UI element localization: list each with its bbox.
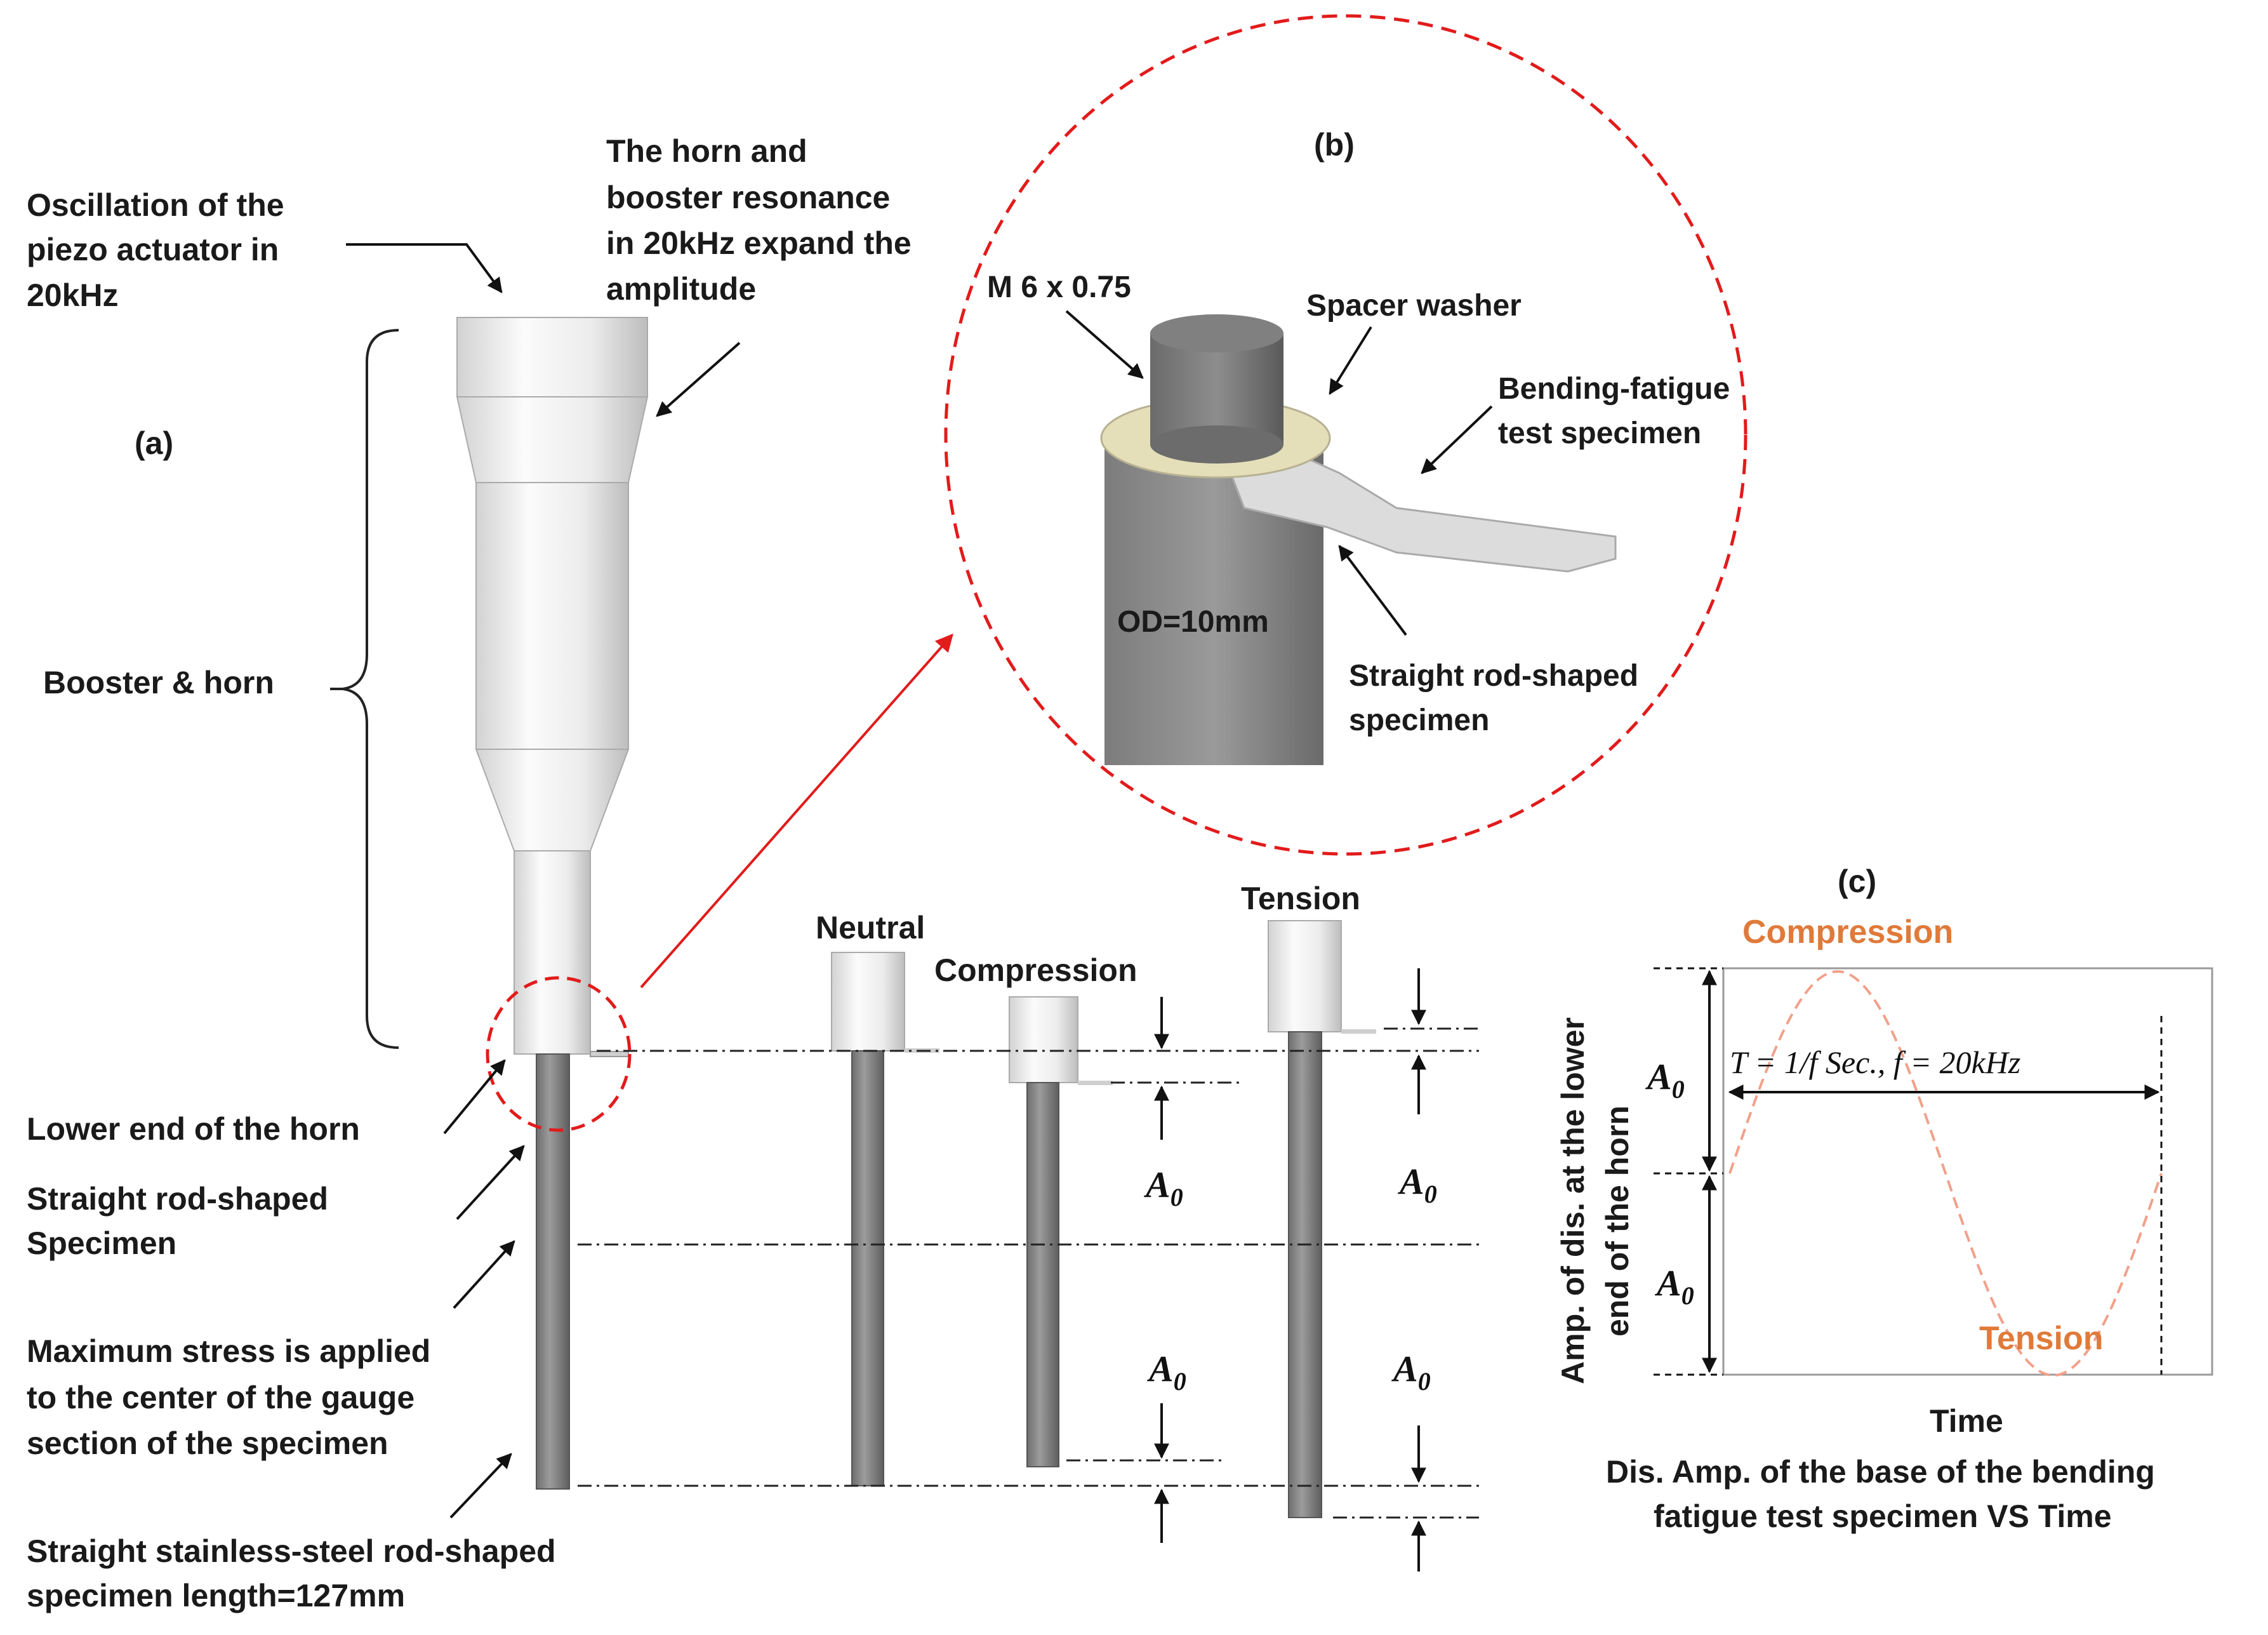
a0-tension-top: A0 xyxy=(1398,1161,1437,1208)
max-stress-line-1: Maximum stress is applied xyxy=(27,1333,430,1369)
thread-arrow xyxy=(1065,310,1144,379)
main-rod-specimen xyxy=(536,1053,570,1490)
straight-rod-arrow xyxy=(456,1145,525,1220)
chart-caption-line-2: fatigue test specimen VS Time xyxy=(1654,1498,2112,1534)
chart-sine-wave xyxy=(1728,970,2163,1377)
oscillation-annotation: Oscillation of the piezo actuator in 20k… xyxy=(27,187,503,313)
booster-top-cylinder xyxy=(456,317,648,397)
horn-booster-arrow xyxy=(656,342,741,417)
chart-a0-upper: A0 xyxy=(1645,1056,1685,1104)
reference-lines xyxy=(578,1027,1479,1519)
lower-end-highlight-circle xyxy=(486,976,632,1132)
compression-rod xyxy=(1026,1082,1059,1467)
stainless-annotation: Straight stainless-steel rod-shaped spec… xyxy=(27,1453,556,1613)
max-stress-annotation: Maximum stress is applied to the center … xyxy=(27,1240,515,1461)
chart-xlabel: Time xyxy=(1930,1403,2003,1439)
booster-horn-assembly xyxy=(456,317,649,1490)
horn-flange-specimen xyxy=(590,1051,629,1057)
rod-arrow xyxy=(1338,545,1407,636)
chart-plot-area xyxy=(1722,967,2213,1376)
compression-flange xyxy=(1078,1081,1113,1085)
booster-body xyxy=(475,482,629,750)
oscillation-line-3: 20kHz xyxy=(27,277,119,313)
compression-horn xyxy=(1009,996,1078,1083)
tension-horn xyxy=(1268,920,1342,1032)
a0-compression-bottom: A0 xyxy=(1147,1348,1186,1396)
detail-assembly xyxy=(1100,314,1617,765)
chart-caption-line-1: Dis. Amp. of the base of the bending xyxy=(1606,1454,2155,1490)
bending-label-line-1: Bending-fatigue xyxy=(1498,372,1730,406)
neutral-horn xyxy=(831,952,905,1051)
panel-label-a: (a) xyxy=(135,425,173,461)
panel-label-c: (c) xyxy=(1838,864,1876,899)
chart-a0-lower: A0 xyxy=(1655,1262,1694,1310)
max-stress-arrow xyxy=(453,1240,515,1309)
booster-horn-brace xyxy=(342,329,399,1049)
detail-bending-specimen xyxy=(1227,443,1617,573)
stainless-arrow xyxy=(449,1453,512,1519)
horn-booster-line-4: amplitude xyxy=(606,271,756,307)
neutral-label: Neutral xyxy=(816,910,925,945)
bending-arrow xyxy=(1421,405,1493,474)
detail-dashed-circle xyxy=(944,14,1747,856)
stainless-line-1: Straight stainless-steel rod-shaped xyxy=(27,1533,556,1569)
horn-booster-line-2: booster resonance xyxy=(606,180,890,215)
horn-tip xyxy=(514,850,591,1055)
horn-cone xyxy=(475,749,630,851)
tension-state: Tension xyxy=(1241,881,1376,1518)
rod-label-line-1: Straight rod-shaped xyxy=(1349,659,1638,693)
horn-booster-line-1: The horn and xyxy=(606,133,807,169)
booster-horn-label: Booster & horn xyxy=(43,665,274,700)
lower-end-arrow xyxy=(443,1059,506,1135)
detail-thread-stud-base xyxy=(1150,425,1283,464)
stainless-line-2: specimen length=127mm xyxy=(27,1578,405,1613)
chart-ylabel-line-2: end of the horn xyxy=(1600,1105,1635,1337)
horn-booster-line-3: in 20kHz expand the xyxy=(606,225,912,261)
spacer-arrow xyxy=(1329,326,1372,396)
oscillation-arrow xyxy=(346,243,503,293)
tension-label: Tension xyxy=(1241,881,1360,916)
a0-compression-top: A0 xyxy=(1144,1164,1183,1211)
horn-booster-annotation: The horn and booster resonance in 20kHz … xyxy=(606,133,912,417)
max-stress-line-3: section of the specimen xyxy=(27,1425,388,1461)
detail-thread-stud-top xyxy=(1150,314,1283,352)
a0-tension-bottom: A0 xyxy=(1391,1348,1431,1396)
thread-label: M 6 x 0.75 xyxy=(987,270,1131,304)
lower-end-label: Lower end of the horn xyxy=(27,1111,360,1147)
neutral-state: Neutral xyxy=(816,910,939,1486)
chart-compression-label: Compression xyxy=(1742,914,1953,951)
neutral-rod xyxy=(851,1050,884,1486)
chart-tension-label: Tension xyxy=(1979,1320,2103,1357)
oscillation-line-2: piezo actuator in xyxy=(27,232,279,267)
od-label: OD=10mm xyxy=(1117,605,1269,639)
spacer-label: Spacer washer xyxy=(1306,289,1522,323)
compression-label: Compression xyxy=(934,952,1137,988)
straight-rod-annotation: Straight rod-shaped Specimen xyxy=(27,1145,525,1261)
booster-cone xyxy=(456,396,649,483)
detail-pointer-arrow xyxy=(640,633,953,989)
straight-rod-line-1: Straight rod-shaped xyxy=(27,1181,328,1217)
max-stress-line-2: to the center of the gauge xyxy=(27,1380,414,1415)
lower-end-annotation: Lower end of the horn xyxy=(27,1059,506,1147)
straight-rod-line-2: Specimen xyxy=(27,1225,176,1261)
bending-label-line-2: test specimen xyxy=(1498,417,1701,450)
tension-rod xyxy=(1288,1031,1322,1518)
chart-c: (c) Compression T = 1/f Sec., f = 20kHz … xyxy=(1555,864,2213,1534)
chart-period-label: T = 1/f Sec., f = 20kHz xyxy=(1730,1044,2020,1080)
rod-label-line-2: specimen xyxy=(1349,704,1489,737)
dimension-arrows xyxy=(1154,968,1426,1572)
panel-label-b: (b) xyxy=(1314,127,1355,163)
compression-state: Compression xyxy=(934,952,1137,1467)
tension-flange xyxy=(1341,1029,1376,1034)
chart-ylabel-line-1: Amp. of dis. at the lower xyxy=(1555,1017,1591,1384)
oscillation-line-1: Oscillation of the xyxy=(27,187,284,223)
